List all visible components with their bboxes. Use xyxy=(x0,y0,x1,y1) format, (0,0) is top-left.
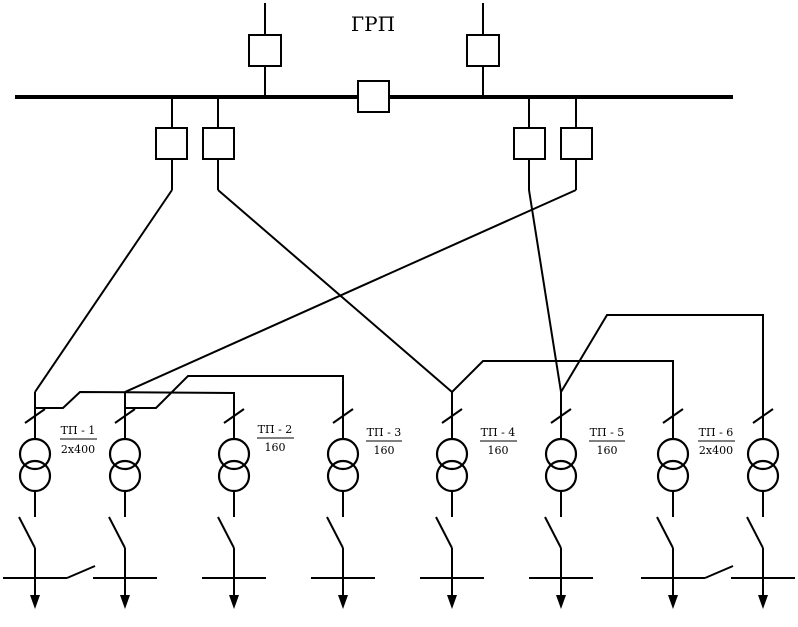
diagram-title: ГРП xyxy=(351,12,395,36)
substation-label-1: ТП - 1 2х400 xyxy=(60,424,97,456)
substation-name: ТП - 2 xyxy=(258,423,293,436)
cable-lines xyxy=(34,189,764,440)
incoming-feeders xyxy=(248,3,500,97)
substation-rating: 160 xyxy=(488,444,509,457)
feeder-breaker-2 xyxy=(202,127,235,160)
substation-label-2: ТП - 2 160 xyxy=(257,423,294,454)
substation-rating: 2х400 xyxy=(699,444,733,457)
lv-switches xyxy=(18,491,764,596)
substation-name: ТП - 3 xyxy=(367,426,402,439)
substation-name: ТП - 5 xyxy=(590,426,625,439)
substation-label-3: ТП - 3 160 xyxy=(366,426,402,457)
input-breaker-1 xyxy=(248,34,282,67)
substation-name: ТП - 6 xyxy=(699,426,734,439)
substation-name: ТП - 1 xyxy=(61,424,96,437)
substation-label-4: ТП - 4 160 xyxy=(480,426,517,457)
substation-rating: 160 xyxy=(597,444,618,457)
feeder-breaker-4 xyxy=(560,127,593,160)
substation-label-5: ТП - 5 160 xyxy=(589,426,625,457)
outgoing-feeders xyxy=(155,97,593,190)
substation-name: ТП - 4 xyxy=(481,426,516,439)
bus-section-breaker xyxy=(357,80,390,113)
feeder-breaker-3 xyxy=(513,127,546,160)
transformers xyxy=(18,437,780,493)
substation-rating: 160 xyxy=(265,441,286,454)
disconnector-ticks xyxy=(24,408,774,424)
substation-rating: 160 xyxy=(374,444,395,457)
input-breaker-2 xyxy=(466,34,500,67)
substation-rating: 2х400 xyxy=(61,443,95,456)
feeder-breaker-1 xyxy=(155,127,188,160)
lv-buses xyxy=(3,565,795,579)
load-arrows xyxy=(30,595,768,609)
substation-label-6: ТП - 6 2х400 xyxy=(698,426,735,457)
